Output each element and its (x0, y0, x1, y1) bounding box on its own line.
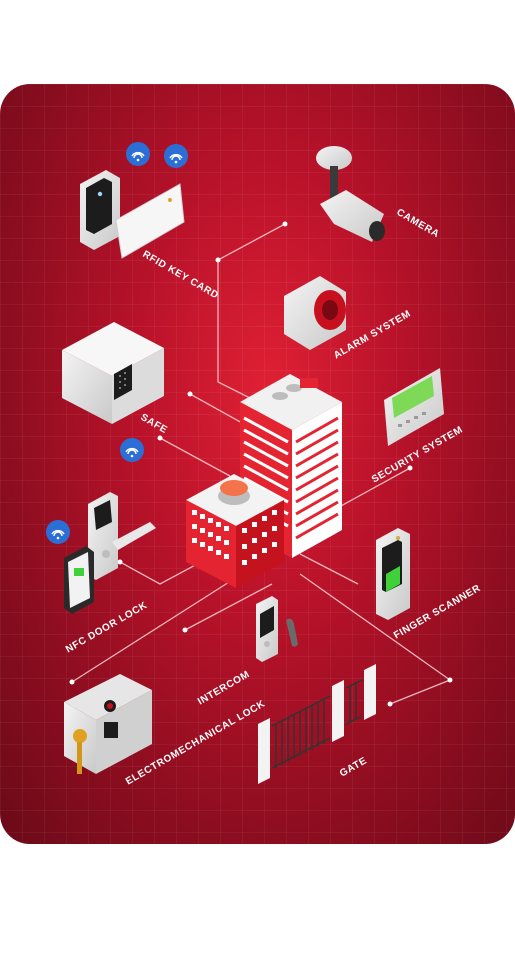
building-icon (186, 374, 342, 588)
key-card-icon (115, 183, 185, 259)
connection-dots (69, 221, 453, 707)
wifi-icon (120, 438, 144, 462)
safe-icon (62, 322, 164, 424)
nfc-lock-icon (88, 492, 156, 580)
diagram-art (46, 142, 453, 784)
finger-scanner-icon (376, 528, 410, 620)
rfid-reader-icon (80, 170, 120, 250)
gate-icon (258, 664, 376, 784)
intercom-icon (256, 596, 298, 662)
security-panel-icon (384, 368, 444, 446)
wifi-icon (46, 520, 70, 544)
camera-icon (316, 146, 385, 242)
smartphone-icon (64, 546, 94, 614)
wifi-icon (164, 144, 188, 168)
alarm-siren-icon (284, 276, 346, 350)
key-icon (73, 729, 87, 774)
wifi-icon (126, 142, 150, 166)
